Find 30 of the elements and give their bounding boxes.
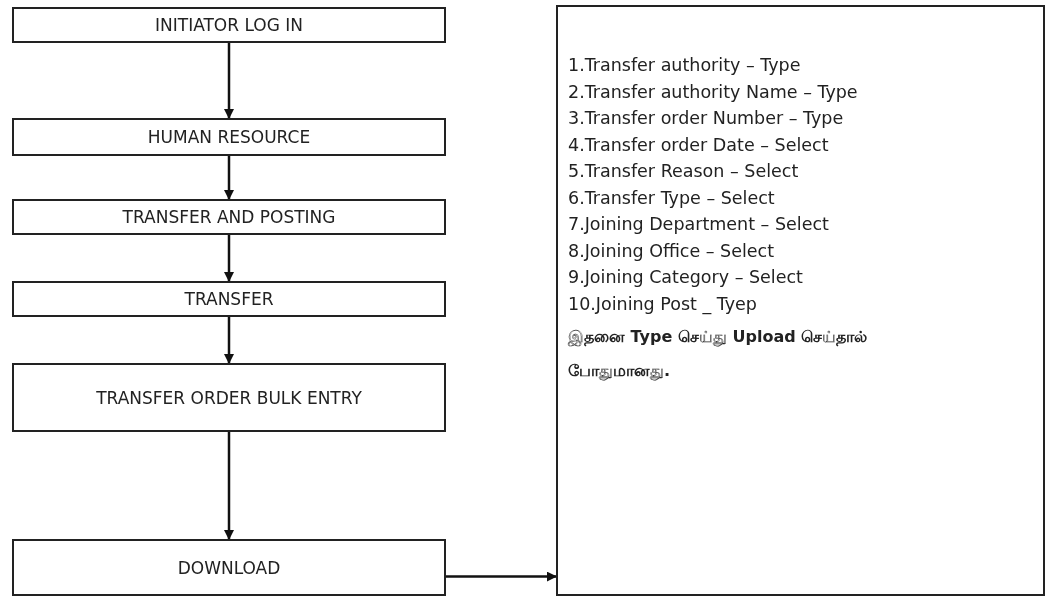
box-label: TRANSFER ORDER BULK ENTRY — [96, 387, 362, 408]
box-label: TRANSFER AND POSTING — [122, 207, 336, 227]
list-item: 7.Joining Department – Select — [568, 214, 830, 234]
list-item: 2.Transfer authority Name – Type — [568, 81, 859, 102]
arrow — [224, 432, 234, 540]
notes-box — [556, 5, 1045, 596]
list-item: 5.Transfer Reason – Select — [568, 161, 800, 181]
arrow — [224, 317, 234, 364]
process-box — [12, 539, 446, 596]
list-item: 3.Transfer order Number – Type — [568, 108, 845, 128]
process-box — [12, 7, 446, 43]
box-label: INITIATOR LOG IN — [155, 15, 303, 35]
box-label: HUMAN RESOURCE — [147, 127, 311, 147]
list-item: 6.Transfer Type – Select — [568, 187, 776, 208]
list-item: 8.Joining Office – Select — [568, 240, 776, 261]
process-box — [12, 199, 446, 235]
arrow — [224, 156, 234, 200]
list-item: 4.Transfer order Date – Select — [568, 134, 830, 155]
process-box — [12, 363, 446, 432]
arrow — [224, 235, 234, 282]
arrow — [446, 571, 557, 582]
arrow — [224, 43, 234, 119]
box-label: TRANSFER — [184, 289, 274, 309]
process-box — [12, 118, 446, 156]
list-item: 1.Transfer authority – Type — [568, 55, 802, 75]
list-item: 9.Joining Category – Select — [568, 267, 804, 287]
box-label: DOWNLOAD — [177, 557, 281, 578]
process-box — [12, 281, 446, 317]
note-text: இதனை Type செய்து Upload செய்தால் போதுமானது. — [568, 326, 868, 383]
list-item: 10.Joining Post _ Tyep — [568, 293, 758, 314]
